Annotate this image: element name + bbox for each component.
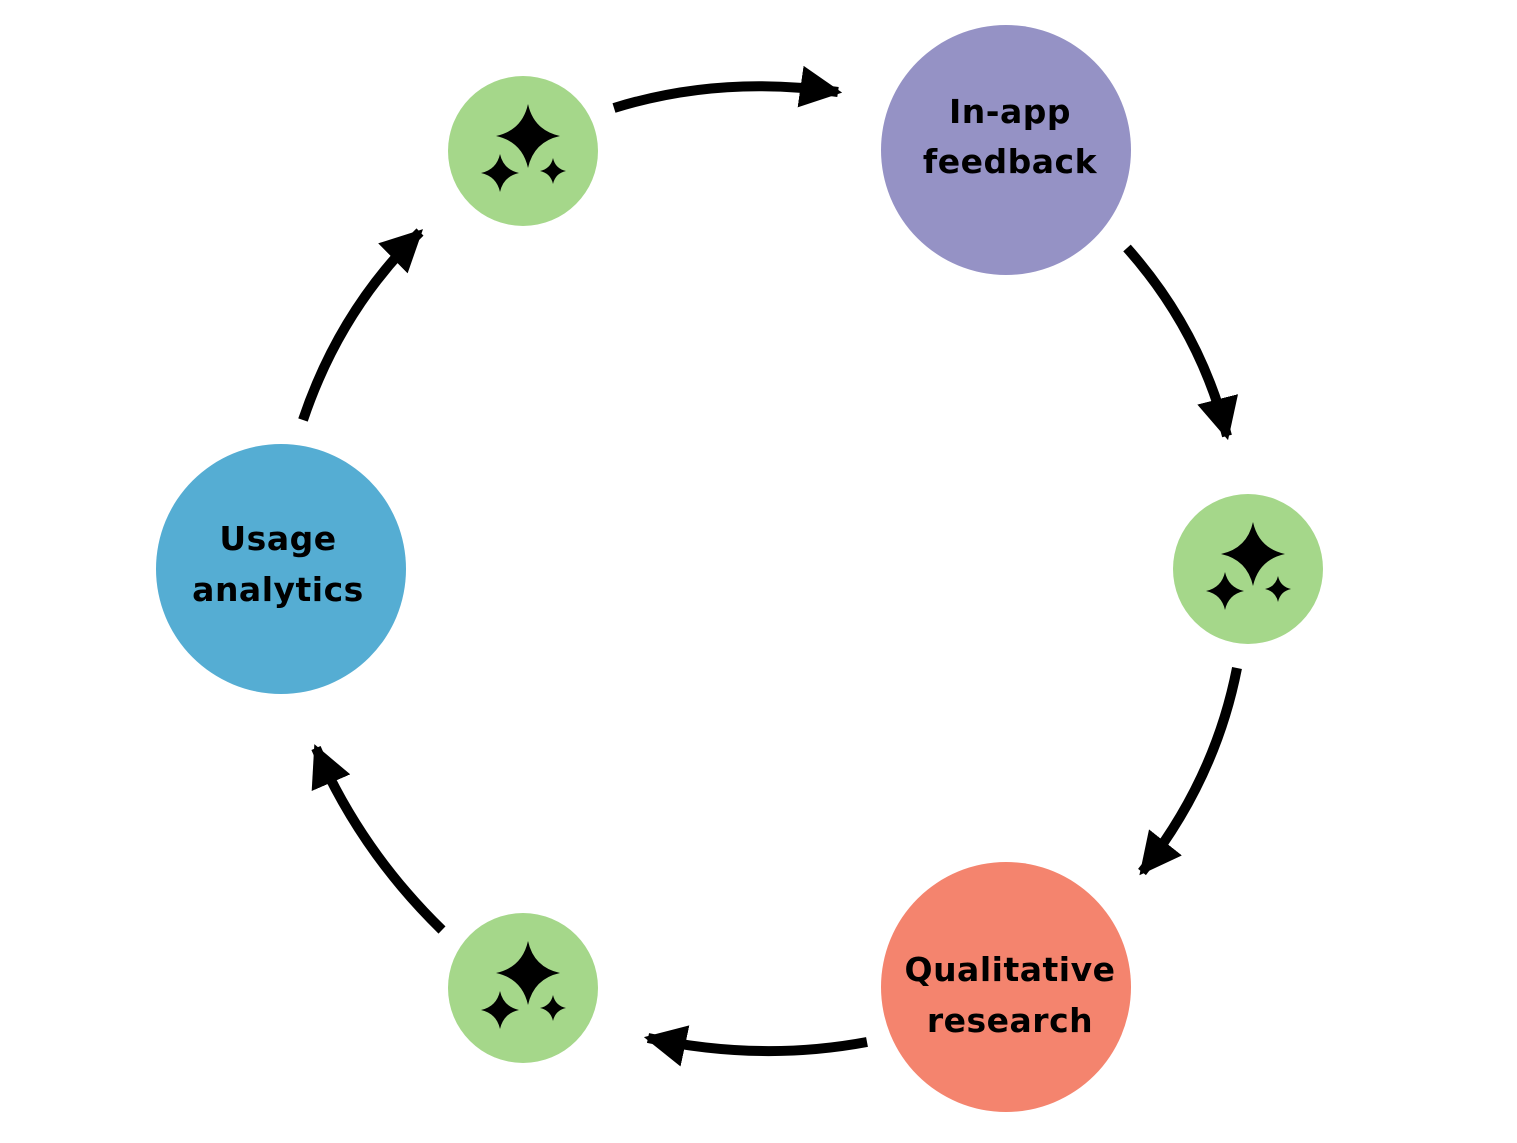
node-ai-step-right: [1173, 494, 1323, 644]
in-app-feedback-circle: [881, 25, 1131, 275]
in-app-feedback-label-line1: In-app: [949, 92, 1071, 131]
sparkle-small-right-icon: [540, 995, 566, 1021]
sparkle-large-icon: [496, 941, 560, 1005]
qualitative-research-circle: [881, 862, 1131, 1112]
arrow-ai-right-to-qualitative-research: [1138, 667, 1242, 876]
qualitative-research-label-line1: Qualitative: [905, 950, 1116, 989]
sparkle-small-left-icon: [481, 154, 519, 192]
usage-analytics-label-line1: Usage: [219, 519, 336, 558]
sparkle-small-right-icon: [540, 158, 566, 184]
sparkle-large-icon: [496, 104, 560, 168]
arrow-qualitative-research-to-ai-bottom: [643, 1025, 868, 1067]
sparkle-small-left-icon: [1206, 572, 1244, 610]
node-in-app-feedback: In-app feedback: [881, 25, 1131, 275]
in-app-feedback-label-line2: feedback: [923, 142, 1098, 181]
qualitative-research-label-line2: research: [927, 1001, 1093, 1040]
cycle-arrows: [298, 65, 1242, 1067]
sparkle-small-left-icon: [481, 991, 519, 1029]
node-qualitative-research: Qualitative research: [881, 862, 1131, 1112]
usage-analytics-label-line2: analytics: [192, 570, 364, 609]
usage-analytics-circle: [156, 444, 406, 694]
sparkles-icon: [481, 941, 566, 1029]
arrow-usage-analytics-to-ai-top: [298, 228, 424, 422]
sparkle-small-right-icon: [1265, 576, 1291, 602]
node-ai-step-bottom: [448, 913, 598, 1063]
arrow-ai-bottom-to-usage-analytics: [311, 744, 446, 934]
sparkle-large-icon: [1221, 522, 1285, 586]
node-usage-analytics: Usage analytics: [156, 444, 406, 694]
arrow-ai-top-to-in-app-feedback: [612, 65, 843, 113]
sparkles-icon: [1206, 522, 1291, 610]
node-ai-step-top: [448, 76, 598, 226]
arrow-in-app-feedback-to-ai-right: [1123, 244, 1239, 441]
sparkles-icon: [481, 104, 566, 192]
